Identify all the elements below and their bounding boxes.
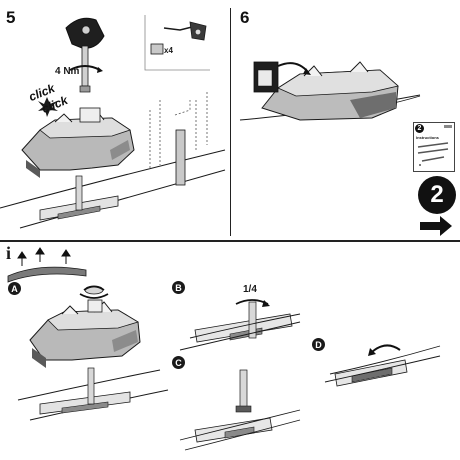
variant-b-letter: B — [175, 282, 182, 293]
horizontal-divider — [0, 240, 460, 242]
step-6-number: 6 — [240, 8, 250, 27]
booklet-flag — [444, 125, 452, 128]
step-5-number: 5 — [6, 8, 16, 27]
screw-quantity: x4 — [164, 46, 173, 55]
variant-a-letter: A — [11, 283, 18, 294]
variant-d-letter: D — [315, 339, 322, 350]
booklet-page-number: 2 — [417, 125, 422, 132]
booklet-title: Instructions — [416, 135, 439, 140]
booklet-bars-icon — [417, 142, 449, 166]
next-step-badge: 2 — [418, 176, 456, 214]
step-5-illustration — [0, 15, 226, 229]
variant-d-badge: D — [312, 338, 325, 351]
booklet-page-badge: 2 — [415, 124, 424, 133]
vertical-divider — [230, 8, 231, 236]
variant-c-badge: C — [172, 356, 185, 369]
step-6-illustration — [239, 61, 452, 236]
variant-c-letter: C — [175, 357, 182, 368]
torque-label: 4 Nm — [55, 66, 80, 77]
variant-a-badge: A — [8, 282, 21, 295]
info-icon: i — [6, 243, 12, 263]
rotation-label: 1/4 — [243, 284, 257, 295]
variant-b-badge: B — [172, 281, 185, 294]
next-step-number: 2 — [430, 181, 444, 208]
instruction-booklet-thumbnail: 2 Instructions — [413, 122, 455, 172]
